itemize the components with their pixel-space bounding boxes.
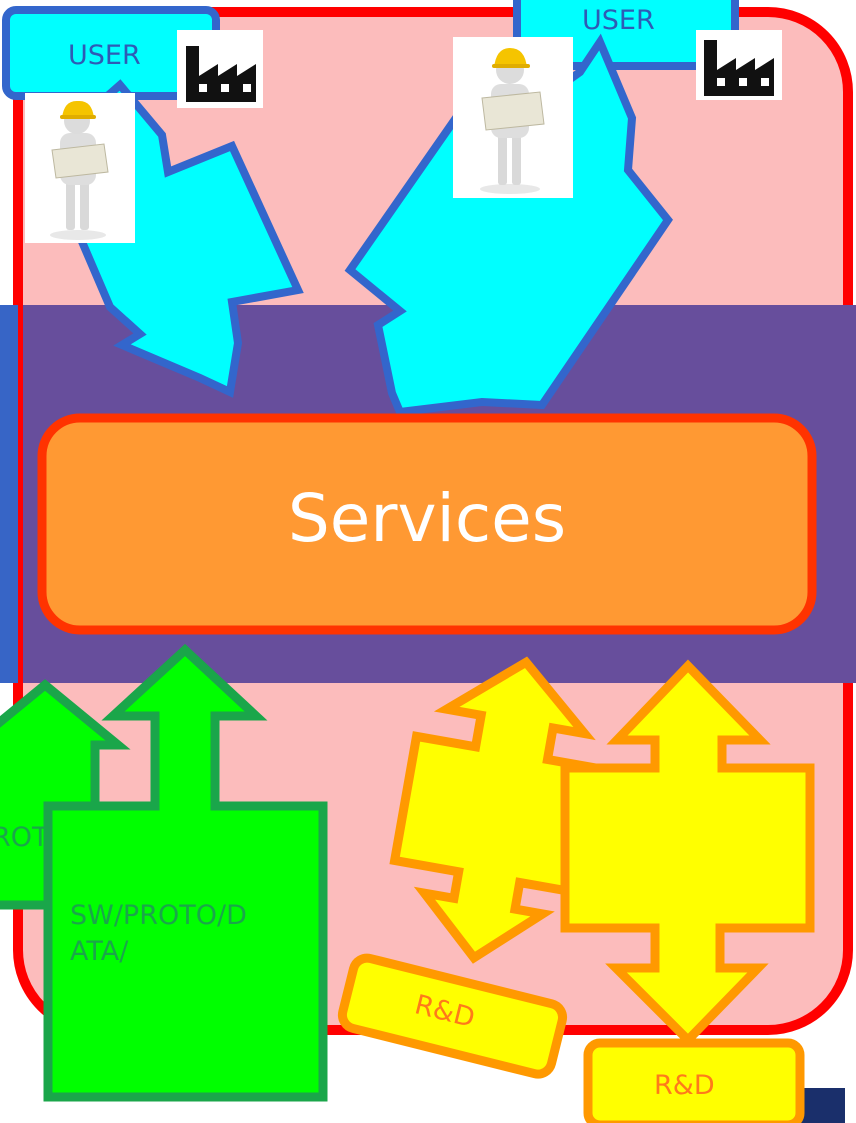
rnd-label-2: R&D — [654, 1070, 715, 1101]
rnd-arrow-left — [389, 656, 614, 964]
rnd-box-2 — [583, 1038, 805, 1123]
services-label: Services — [287, 480, 567, 557]
factory-icon — [696, 30, 782, 100]
construction-worker-icon — [25, 93, 135, 243]
construction-worker-icon — [453, 37, 573, 198]
user-label-2: USER — [582, 5, 655, 36]
data-source-label-line-2: ATA/ — [70, 936, 129, 967]
services-box — [37, 413, 817, 635]
data-source-arrow-front — [43, 643, 328, 1102]
user-label-1: USER — [68, 40, 141, 71]
data-source-label-back: ROT — [0, 822, 49, 853]
left-edge-band — [0, 305, 18, 683]
rnd-box-1 — [337, 953, 568, 1079]
factory-icon — [177, 30, 263, 108]
data-source-label-line-1: SW/PROTO/D — [70, 900, 247, 931]
